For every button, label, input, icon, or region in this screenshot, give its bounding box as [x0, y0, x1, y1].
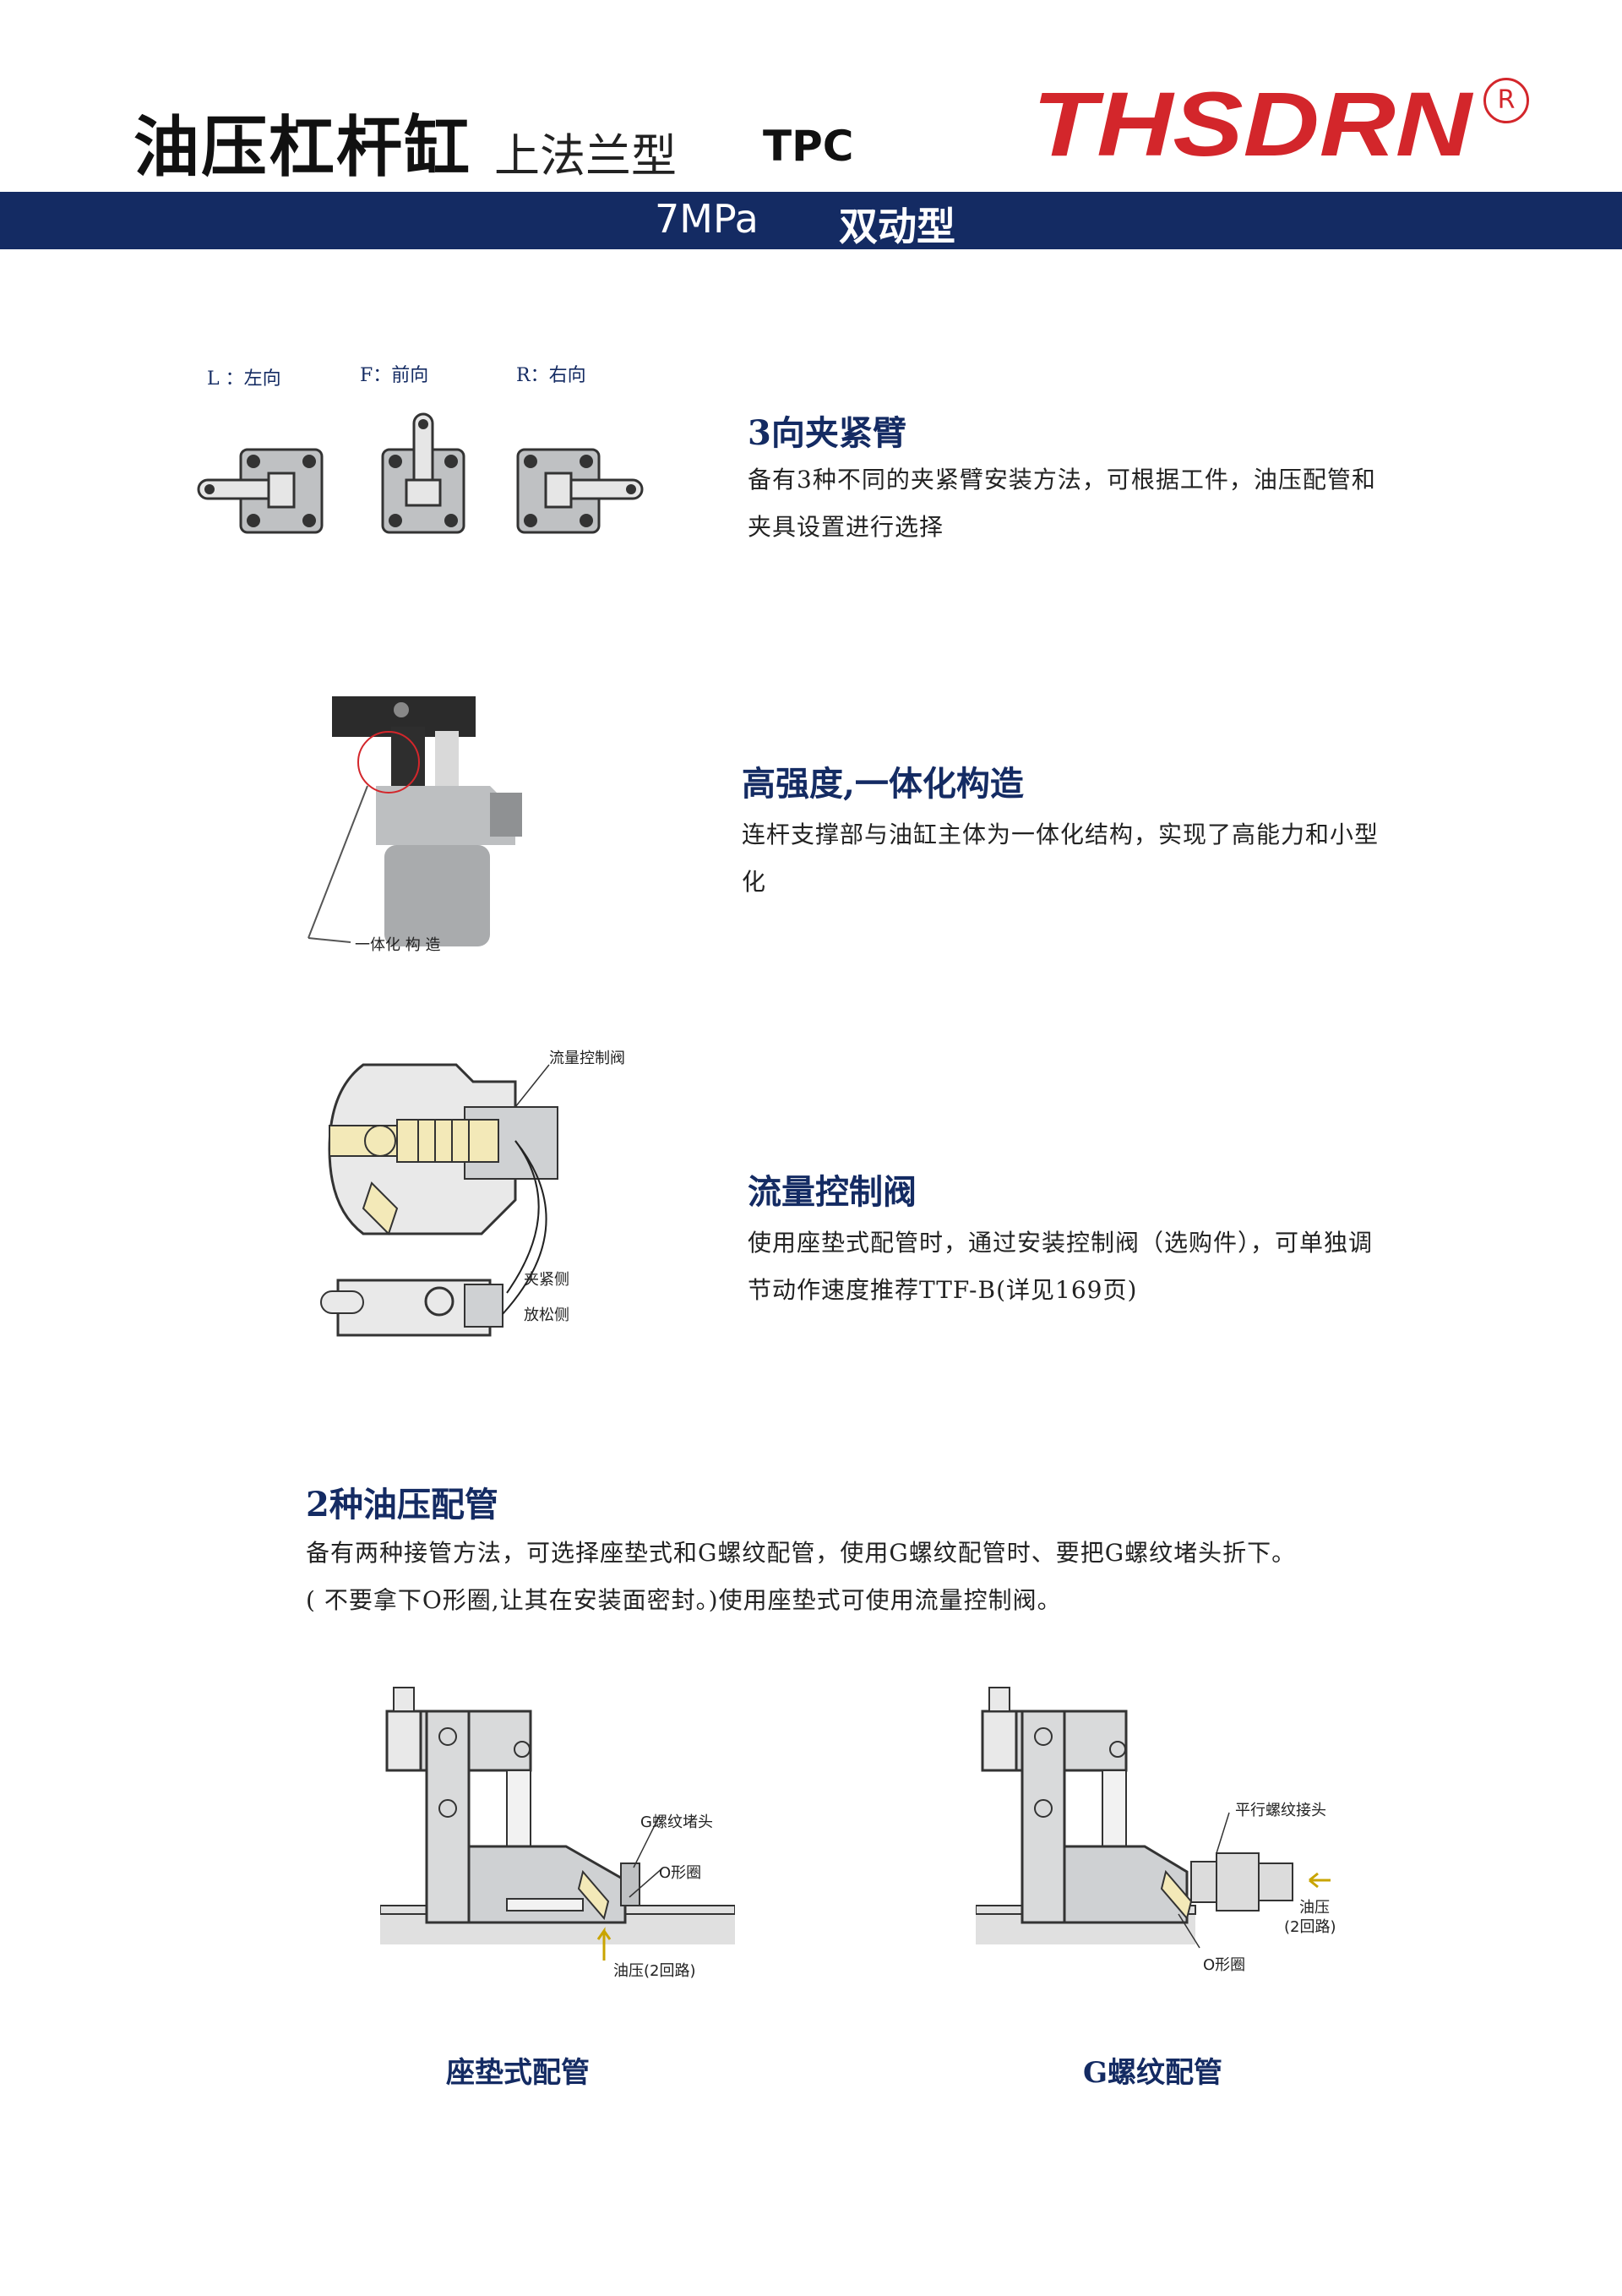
cylinder-photo [308, 696, 522, 946]
arm-section-title: 3向夹紧臂 [748, 413, 906, 453]
g-plug-callout: G螺纹堵头 [640, 1813, 713, 1831]
flow-section-title: 流量控制阀 [748, 1172, 917, 1212]
arm-label-front: F：前向 [360, 365, 429, 386]
arm-label-right: R：右向 [516, 365, 586, 386]
arm-front-unit [381, 412, 465, 534]
g-thread-piping-caption: G螺纹配管 [1083, 2056, 1223, 2090]
right-oring-callout: O形圈 [1203, 1956, 1246, 1974]
action-type: 双动型 [839, 204, 955, 249]
arm-direction-diagram [197, 412, 644, 534]
strength-body-line1: 连杆支撑部与油缸主体为一体化结构，实现了高能力和小型 [742, 821, 1380, 848]
model-code: TPC [763, 122, 854, 171]
release-side-callout: 放松侧 [524, 1306, 569, 1324]
integrated-structure-callout: 一体化 构 造 [355, 936, 441, 954]
piping-section-body: 备有两种接管方法，可选择座垫式和G螺纹配管，使用G螺纹配管时、要把G螺纹堵头折下… [306, 1530, 1573, 1624]
parallel-thread-joint-callout: 平行螺纹接头 [1235, 1802, 1326, 1819]
arm-body-line1: 备有3种不同的夹紧臂安装方法，可根据工件，油压配管和 [748, 466, 1376, 494]
piping-body-line1: 备有两种接管方法，可选择座垫式和G螺纹配管，使用G螺纹配管时、要把G螺纹堵头折下… [306, 1539, 1297, 1567]
left-oring-callout: O形圈 [659, 1864, 702, 1882]
strength-body-line2: 化 [742, 868, 767, 896]
right-oil-callout-2: (2回路) [1284, 1918, 1336, 1936]
pressure-rating: 7MPa [655, 196, 759, 242]
clamp-side-callout: 夹紧侧 [524, 1271, 569, 1289]
flow-body-line1: 使用座垫式配管时，通过安装控制阀（选购件），可单独调 [748, 1229, 1374, 1257]
spec-band [0, 192, 1622, 249]
strength-section-body: 连杆支撑部与油缸主体为一体化结构，实现了高能力和小型 化 [742, 811, 1553, 906]
arm-right-unit [516, 448, 644, 534]
registered-mark: R [1483, 78, 1529, 123]
brand-logo: THSDRN [1032, 78, 1473, 171]
piping-section-title: 2种油压配管 [306, 1485, 498, 1524]
arm-section-body: 备有3种不同的夹紧臂安装方法，可根据工件，油压配管和 夹具设置进行选择 [748, 456, 1559, 551]
page-subtitle: 上法兰型 [494, 129, 677, 183]
seat-piping-caption: 座垫式配管 [446, 2056, 590, 2090]
arm-label-left: L ：左向 [207, 368, 281, 390]
g-thread-piping-diagram [976, 1687, 1331, 1949]
left-oil-callout: 油压(2回路) [613, 1962, 696, 1980]
piping-body-line2: ( 不要拿下O形圈,让其在安装面密封。)使用座垫式可使用流量控制阀。 [306, 1586, 1062, 1614]
right-oil-callout-1: 油压 [1299, 1899, 1330, 1917]
page-title: 油压杠杆缸 [133, 110, 472, 186]
brand-logo-text: THSDRN [1032, 78, 1473, 171]
strength-section-title: 高强度,一体化构造 [742, 764, 1024, 804]
flow-body-line2: 节动作速度推荐TTF-B(详见169页) [748, 1276, 1138, 1304]
arm-body-line2: 夹具设置进行选择 [748, 513, 944, 541]
flow-section-body: 使用座垫式配管时，通过安装控制阀（选购件），可单独调 节动作速度推荐TTF-B(… [748, 1219, 1559, 1314]
seat-piping-diagram [380, 1687, 735, 1961]
flow-valve-callout: 流量控制阀 [549, 1050, 625, 1067]
flow-valve-diagram [320, 1063, 558, 1337]
arm-left-unit [197, 448, 324, 534]
